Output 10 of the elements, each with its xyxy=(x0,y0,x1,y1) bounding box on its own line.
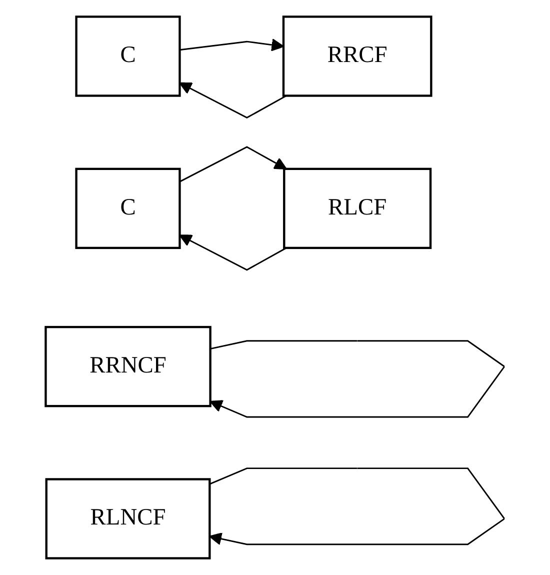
node-box: RLCF xyxy=(282,168,432,250)
arrow xyxy=(179,146,287,182)
node-box: RRNCF xyxy=(44,326,212,408)
node-box: C xyxy=(75,168,181,250)
arrow xyxy=(180,38,284,52)
arrow xyxy=(179,234,287,271)
node-box: RRCF xyxy=(282,16,432,97)
node-box: C xyxy=(75,16,181,97)
node-box: RLNCF xyxy=(45,478,211,560)
arrow xyxy=(179,82,287,119)
